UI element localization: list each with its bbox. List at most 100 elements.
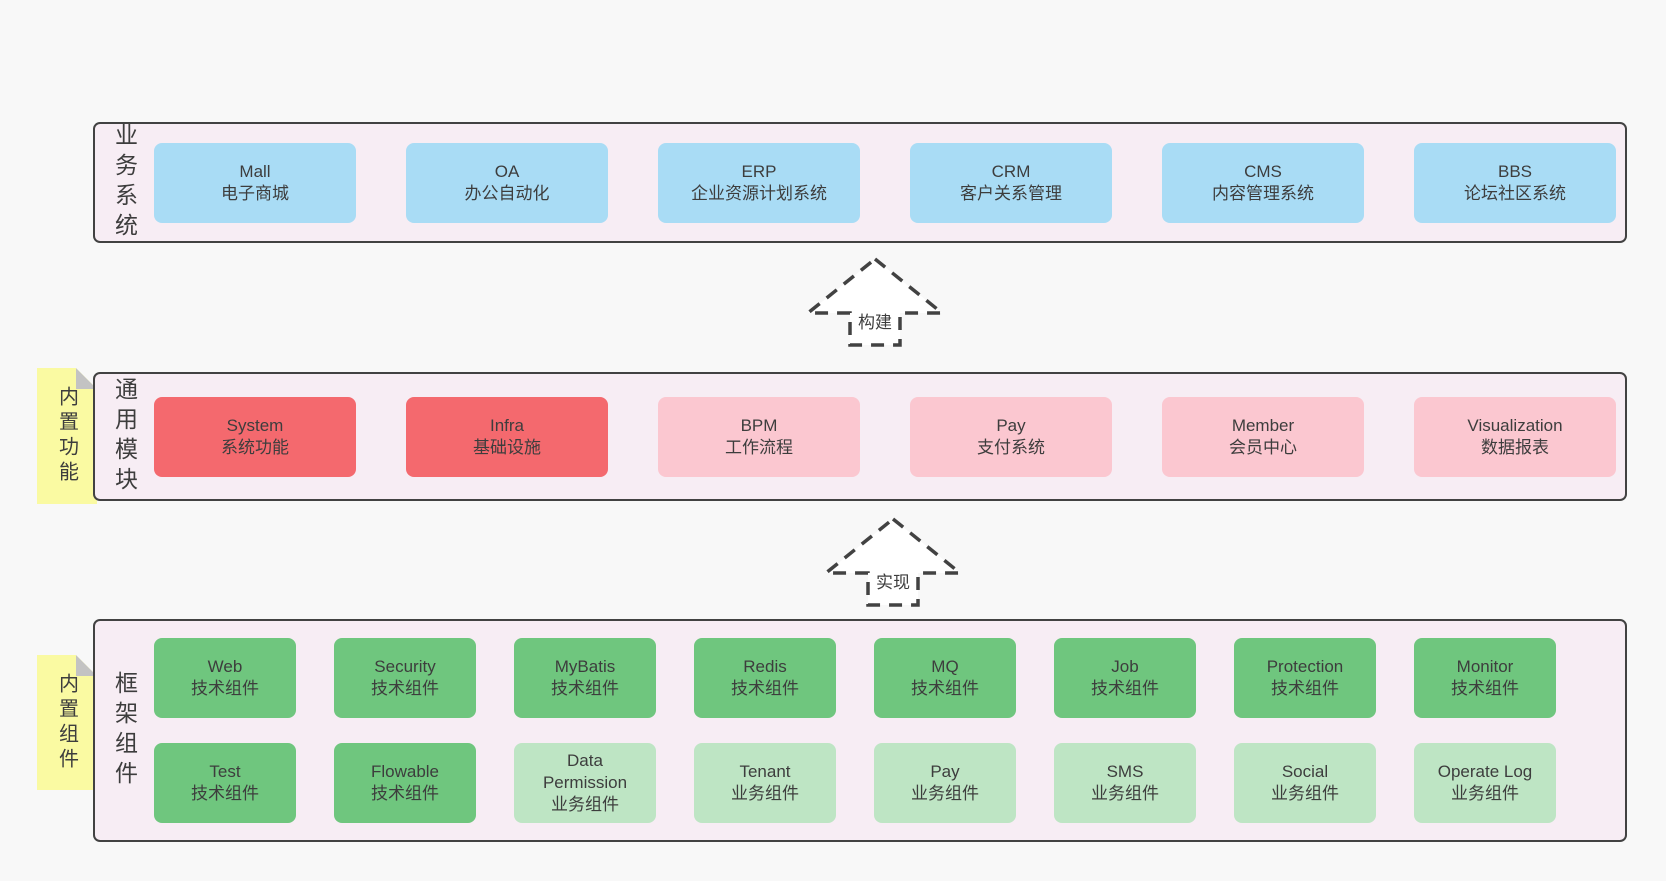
box-redis: Redis 技术组件: [694, 638, 836, 718]
box-protection: Protection 技术组件: [1234, 638, 1376, 718]
box-desc: 技术组件: [731, 679, 799, 698]
box-flowable: Flowable 技术组件: [334, 743, 476, 823]
box-system: System 系统功能: [154, 396, 356, 477]
box-crm: CRM 客户关系管理: [910, 142, 1112, 223]
component-rows: Web 技术组件 Security 技术组件 MyBatis 技术组件 Redi…: [154, 638, 1556, 823]
layer-business-systems: 业务系统 Mall 电子商城 OA 办公自动化 ERP 企业资源计划系统 CRM…: [93, 122, 1627, 243]
box-desc: 技术组件: [551, 679, 619, 698]
box-name: Security: [374, 657, 436, 676]
box-name: BBS: [1497, 161, 1533, 181]
box-desc: 电子商城: [221, 183, 289, 203]
box-name: CRM: [991, 161, 1031, 181]
layer-label-gutter: 通用模块: [95, 374, 154, 499]
box-name: Mall: [239, 161, 271, 181]
box-desc: 业务组件: [1271, 784, 1339, 803]
box-test: Test 技术组件: [154, 743, 296, 823]
box-mall: Mall 电子商城: [154, 142, 356, 223]
box-name: Data Permission: [542, 751, 628, 792]
box-operate-log: Operate Log 业务组件: [1414, 743, 1556, 823]
layer-framework-components: 框架组件 Web 技术组件 Security 技术组件 MyBatis 技术组件…: [93, 619, 1627, 842]
box-name: Social: [1281, 762, 1329, 781]
box-name: Operate Log: [1437, 762, 1533, 781]
box-name: OA: [494, 161, 520, 181]
box-desc: 业务组件: [731, 784, 799, 803]
up-arrow-icon: [805, 256, 945, 347]
box-desc: 业务组件: [1091, 784, 1159, 803]
box-desc: 数据报表: [1481, 437, 1549, 457]
box-social: Social 业务组件: [1234, 743, 1376, 823]
box-name: SMS: [1106, 762, 1144, 781]
business-boxes: Mall 电子商城 OA 办公自动化 ERP 企业资源计划系统 CRM 客户关系…: [154, 142, 1616, 223]
layer-label-gutter: 框架组件: [95, 621, 154, 840]
box-desc: 技术组件: [371, 679, 439, 698]
box-oa: OA 办公自动化: [406, 142, 608, 223]
layer-business-label: 业务系统: [111, 122, 138, 243]
box-desc: 客户关系管理: [960, 183, 1062, 203]
box-name: Flowable: [370, 762, 440, 781]
box-name: System: [226, 415, 284, 435]
sticky-note-built-in-functions: 内置功能: [37, 368, 97, 504]
box-cms: CMS 内容管理系统: [1162, 142, 1364, 223]
box-name: CMS: [1244, 161, 1282, 181]
box-name: MyBatis: [554, 657, 616, 676]
box-name: Visualization: [1467, 415, 1563, 435]
box-sms: SMS 业务组件: [1054, 743, 1196, 823]
layer-components-label: 框架组件: [111, 670, 138, 791]
box-desc: 技术组件: [1091, 679, 1159, 698]
module-boxes: System 系统功能 Infra 基础设施 BPM 工作流程 Pay 支付系统…: [154, 396, 1616, 477]
box-desc: 技术组件: [191, 784, 259, 803]
box-name: ERP: [741, 161, 777, 181]
sticky-note-built-in-components: 内置组件: [37, 655, 97, 790]
box-desc: 技术组件: [1451, 679, 1519, 698]
box-desc: 支付系统: [977, 437, 1045, 457]
sticky-functions-label: 内置功能: [55, 386, 78, 486]
box-name: Web: [207, 657, 243, 676]
implement-arrow: 实现: [823, 516, 963, 608]
box-desc: 技术组件: [1271, 679, 1339, 698]
box-desc: 系统功能: [221, 437, 289, 457]
box-name: Tenant: [739, 762, 791, 781]
build-arrow: 构建: [805, 256, 945, 348]
box-bbs: BBS 论坛社区系统: [1414, 142, 1616, 223]
box-name: Test: [209, 762, 241, 781]
box-desc: 业务组件: [911, 784, 979, 803]
box-desc: 论坛社区系统: [1464, 183, 1566, 203]
box-data-permission: Data Permission 业务组件: [514, 743, 656, 823]
box-name: BPM: [740, 415, 778, 435]
implement-arrow-label: 实现: [873, 572, 913, 593]
box-name: Pay: [996, 415, 1026, 435]
box-mybatis: MyBatis 技术组件: [514, 638, 656, 718]
box-security: Security 技术组件: [334, 638, 476, 718]
component-row-2: Test 技术组件 Flowable 技术组件 Data Permission …: [154, 743, 1556, 823]
box-desc: 业务组件: [551, 795, 619, 814]
box-bpm: BPM 工作流程: [658, 396, 860, 477]
box-name: Infra: [489, 415, 525, 435]
box-erp: ERP 企业资源计划系统: [658, 142, 860, 223]
box-tenant: Tenant 业务组件: [694, 743, 836, 823]
component-row-1: Web 技术组件 Security 技术组件 MyBatis 技术组件 Redi…: [154, 638, 1556, 718]
layer-label-gutter: 业务系统: [95, 122, 154, 243]
box-desc: 办公自动化: [464, 183, 550, 203]
box-name: Member: [1231, 415, 1295, 435]
box-monitor: Monitor 技术组件: [1414, 638, 1556, 718]
box-desc: 工作流程: [725, 437, 793, 457]
box-mq: MQ 技术组件: [874, 638, 1016, 718]
build-arrow-label: 构建: [855, 312, 895, 333]
box-desc: 技术组件: [191, 679, 259, 698]
up-arrow-icon: [823, 516, 963, 607]
box-desc: 技术组件: [911, 679, 979, 698]
box-name: Redis: [743, 657, 787, 676]
box-name: Protection: [1266, 657, 1344, 676]
box-name: MQ: [931, 657, 959, 676]
sticky-components-label: 内置组件: [55, 672, 78, 773]
layer-modules-label: 通用模块: [111, 376, 138, 497]
box-desc: 技术组件: [371, 784, 439, 803]
box-name: Monitor: [1456, 657, 1514, 676]
box-desc: 基础设施: [473, 437, 541, 457]
box-visualization: Visualization 数据报表: [1414, 396, 1616, 477]
box-name: Pay: [930, 762, 960, 781]
box-member: Member 会员中心: [1162, 396, 1364, 477]
box-desc: 内容管理系统: [1212, 183, 1314, 203]
box-desc: 企业资源计划系统: [691, 183, 827, 203]
box-desc: 会员中心: [1229, 437, 1297, 457]
